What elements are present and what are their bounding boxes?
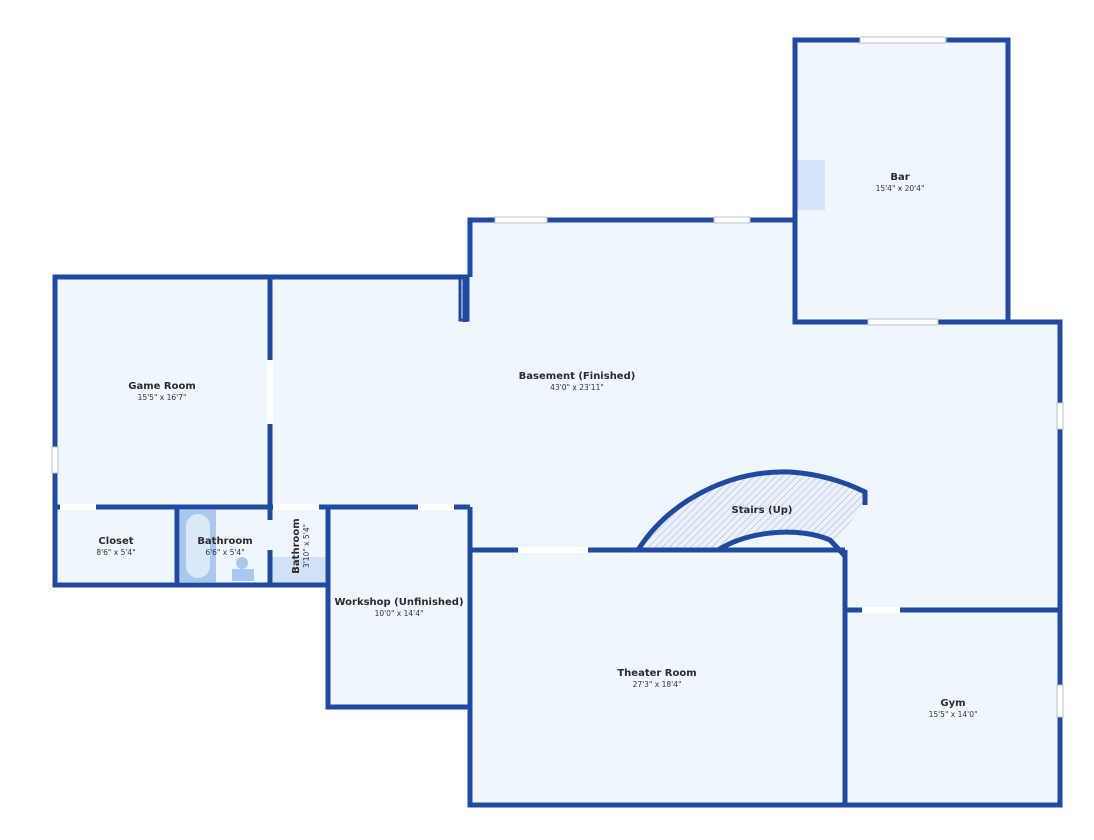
room-name: Game Room (128, 381, 196, 392)
room-name: Gym (940, 698, 965, 709)
shower-icon (272, 557, 326, 583)
room-dims: 27'3" x 18'4" (633, 680, 682, 689)
room-game-room: Game Room 15'5" x 16'7" (128, 381, 196, 402)
room-dims: 15'5" x 16'7" (138, 393, 187, 402)
windows (51, 36, 1064, 718)
room-name: Bathroom (197, 536, 252, 547)
room-gym: Gym 15'5" x 14'0" (929, 698, 978, 719)
floors (55, 40, 1060, 805)
room-basement: Basement (Finished) 43'0" x 23'11" (519, 371, 636, 392)
bar-counter (797, 160, 825, 210)
room-theater: Theater Room 27'3" x 18'4" (617, 668, 696, 689)
toilet-icon (232, 557, 254, 581)
room-workshop: Workshop (Unfinished) 10'0" x 14'4" (334, 597, 463, 618)
room-name: Stairs (Up) (732, 505, 793, 516)
room-dims: 15'5" x 14'0" (929, 710, 978, 719)
room-name: Workshop (Unfinished) (334, 597, 463, 608)
room-dims: 3'10" x 5'4" (302, 524, 311, 568)
room-name: Bathroom (291, 518, 302, 573)
room-dims: 15'4" x 20'4" (876, 184, 925, 193)
room-bathroom-1: Bathroom 6'6" x 5'4" (197, 536, 252, 557)
room-dims: 6'6" x 5'4" (205, 548, 244, 557)
room-bar: Bar 15'4" x 20'4" (876, 172, 925, 193)
room-dims: 8'6" x 5'4" (96, 548, 135, 557)
bathtub-basin (186, 514, 210, 578)
room-name: Bar (890, 172, 909, 183)
room-bathroom-2: Bathroom 3'10" x 5'4" (291, 518, 311, 573)
stairs (635, 469, 868, 558)
room-name: Basement (Finished) (519, 371, 636, 382)
room-closet: Closet 8'6" x 5'4" (96, 536, 135, 557)
walls (52, 37, 1063, 808)
room-dims: 10'0" x 14'4" (375, 609, 424, 618)
room-dims: 43'0" x 23'11" (550, 383, 604, 392)
room-stairs: Stairs (Up) (732, 505, 793, 516)
room-name: Closet (98, 536, 133, 547)
room-name: Theater Room (617, 668, 696, 679)
